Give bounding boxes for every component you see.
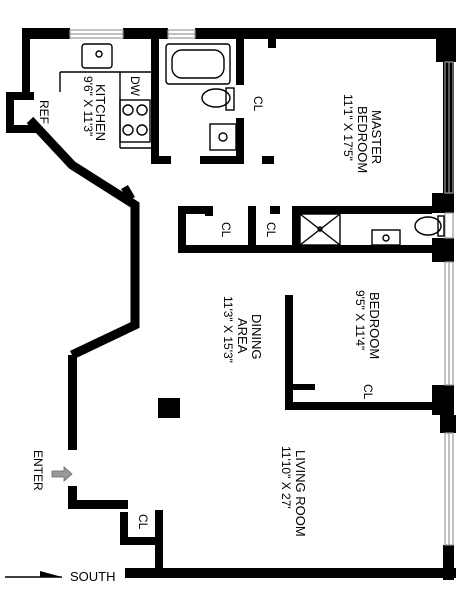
toilet-master (201, 87, 235, 111)
entry-arrow-icon (51, 466, 73, 482)
bath-master-wall-upper (236, 35, 244, 85)
enter-label: ENTER (31, 450, 45, 491)
closet-wall-vertical (120, 512, 128, 545)
closet-label-2: CL (264, 222, 278, 238)
diagonal-stub (121, 184, 135, 202)
closet-divider-2 (248, 206, 256, 251)
master-bedroom-name-1: MASTER (369, 110, 384, 164)
diagonal-wall (26, 116, 140, 360)
refrigerator-label: REF (37, 100, 51, 124)
window-bedroom (444, 261, 454, 386)
kitchen-name: KITCHEN (93, 84, 108, 141)
left-wall-lower (68, 355, 77, 450)
window-master (444, 61, 454, 194)
window-kitchen (69, 29, 124, 39)
kitchen-sink (81, 43, 113, 69)
window-bath (167, 29, 196, 39)
bottom-wall (125, 568, 456, 578)
toilet-bath2 (414, 215, 445, 237)
top-wall-left (22, 28, 70, 39)
right-wall-block-3 (432, 385, 454, 415)
closet-wall-right (155, 510, 163, 578)
top-wall-right (195, 28, 447, 39)
walls (6, 28, 456, 580)
bath-bottom-wall (200, 156, 244, 164)
closet-divider-1 (205, 206, 213, 216)
shower (299, 213, 341, 246)
master-bedroom-dims: 11'1" X 17'5" (341, 94, 355, 161)
kitchen-left-wall (22, 28, 30, 100)
kitchen-dims: 9'6" X 11'3" (81, 76, 95, 136)
corridor-top-wall (178, 206, 206, 214)
dining-dims: 11'3" X 15'3" (221, 296, 235, 363)
structural-column (158, 398, 180, 418)
right-wall-block-2 (432, 238, 454, 262)
bedroom-closet-wall (285, 384, 315, 390)
right-wall-block-1 (432, 193, 454, 213)
kitchen-label: KITCHEN 9'6" X 11'3" (81, 76, 108, 141)
bath-master-wall-lower (236, 118, 244, 164)
dining-area-label: DINING AREA 11'3" X 15'3" (221, 296, 264, 363)
dishwasher-label: DW (128, 76, 142, 97)
dining-name-1: DINING (249, 314, 264, 360)
ref-bump-bottom (6, 125, 36, 133)
corridor-bottom-wall (178, 245, 432, 253)
closet-wall-bottom (120, 537, 163, 545)
master-closet-stub (262, 156, 274, 164)
bedroom-left-wall (285, 295, 293, 410)
closet-top-stub (270, 206, 280, 214)
dining-name-2: AREA (235, 318, 250, 354)
corridor-left-wall (178, 206, 186, 252)
window-bath2 (444, 212, 454, 239)
stove (119, 99, 151, 143)
right-wall-lower (443, 545, 454, 580)
ref-bump-top (6, 92, 34, 100)
bedroom-bottom-wall (285, 402, 435, 410)
sink-master (209, 123, 237, 151)
master-bedroom-label: MASTER BEDROOM 11'1" X 17'5" (341, 94, 384, 173)
bedroom-label: BEDROOM 9'5" X 11'4" (353, 290, 382, 359)
compass-label: SOUTH (70, 569, 116, 584)
bath2-right-wall (402, 206, 432, 214)
left-wall-step (68, 500, 128, 509)
bedroom-name: BEDROOM (367, 292, 382, 359)
kitchen-bath-wall-foot (151, 156, 171, 164)
closet-divider-3 (292, 206, 300, 251)
right-wall-block-4 (440, 415, 456, 433)
living-closet-label: CL (136, 514, 150, 530)
windows (69, 29, 454, 546)
master-closet-label: CL (251, 96, 265, 112)
living-room-name: LIVING ROOM (293, 450, 308, 537)
left-wall-stub (68, 486, 77, 509)
corner-top-right (436, 28, 456, 62)
bedroom-closet-label: CL (361, 384, 375, 400)
bath2-top-wall (292, 206, 402, 214)
top-wall-mid (123, 28, 168, 39)
fixtures (59, 43, 445, 246)
top-wall-notch (268, 38, 276, 48)
compass-arrow-icon (5, 571, 62, 578)
closet-label-1: CL (219, 222, 233, 238)
living-room-label: LIVING ROOM 11'10" X 27' (279, 446, 308, 537)
ref-bump-left (6, 92, 14, 132)
living-room-dims: 11'10" X 27' (279, 446, 293, 509)
sink-bath2 (371, 229, 401, 246)
bathtub (165, 43, 231, 85)
master-bedroom-name-2: BEDROOM (355, 106, 370, 173)
window-living (444, 432, 454, 546)
kitchen-bath-wall (151, 35, 159, 163)
bedroom-dims: 9'5" X 11'4" (353, 290, 367, 350)
